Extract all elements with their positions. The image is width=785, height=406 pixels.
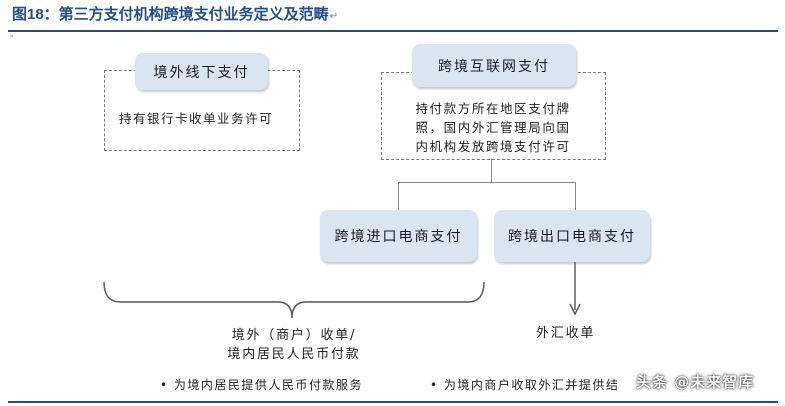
figure-title: 图18：第三方支付机构跨境支付业务定义及范畴↵ [12, 4, 338, 26]
cross-border-internet-desc: 持付款方所在地区支付牌 照，国内外汇管理局向国 内机构发放跨境支付许可 [384, 99, 602, 156]
connector-left-drop [398, 182, 399, 210]
bullet-import: • 为境内居民提供人民币付款服务 [160, 378, 363, 392]
connector-stem [491, 159, 492, 182]
offshore-offline-label: 境外线下支付 [135, 53, 268, 90]
watermark-text: 头条 @未来智库 [636, 373, 755, 391]
title-underline [8, 30, 778, 32]
desc-line: 持付款方所在地区支付牌 [415, 101, 571, 116]
desc-line: 内机构发放跨境支付许可 [415, 139, 571, 154]
import-outcome: 境外（商户）收单/ 境内居民人民币付款 [184, 326, 404, 364]
cross-border-internet-label: 跨境互联网支付 [412, 44, 576, 87]
connector-right-drop [575, 182, 576, 210]
bullet-export: • 为境内商户收取外汇并提供结 [430, 378, 620, 392]
bottom-rule [8, 401, 778, 403]
brace-shape [103, 281, 485, 319]
import-outcome-line: 境内居民人民币付款 [227, 347, 361, 362]
import-outcome-line: 境外（商户）收单/ [231, 328, 357, 343]
export-ecommerce-label: 跨境出口电商支付 [494, 210, 650, 262]
return-mark-icon: ↵ [329, 11, 339, 22]
corner-tick: " [10, 34, 14, 43]
connector-bar [398, 182, 576, 183]
figure-title-text: 图18：第三方支付机构跨境支付业务定义及范畴 [12, 6, 329, 23]
desc-line: 照，国内外汇管理局向国 [415, 120, 571, 135]
offshore-offline-desc: 持有银行卡收单业务许可 [119, 111, 274, 126]
export-outcome: 外汇收单 [536, 326, 596, 341]
down-arrow-icon [569, 262, 581, 316]
import-ecommerce-label: 跨境进口电商支付 [320, 210, 477, 262]
